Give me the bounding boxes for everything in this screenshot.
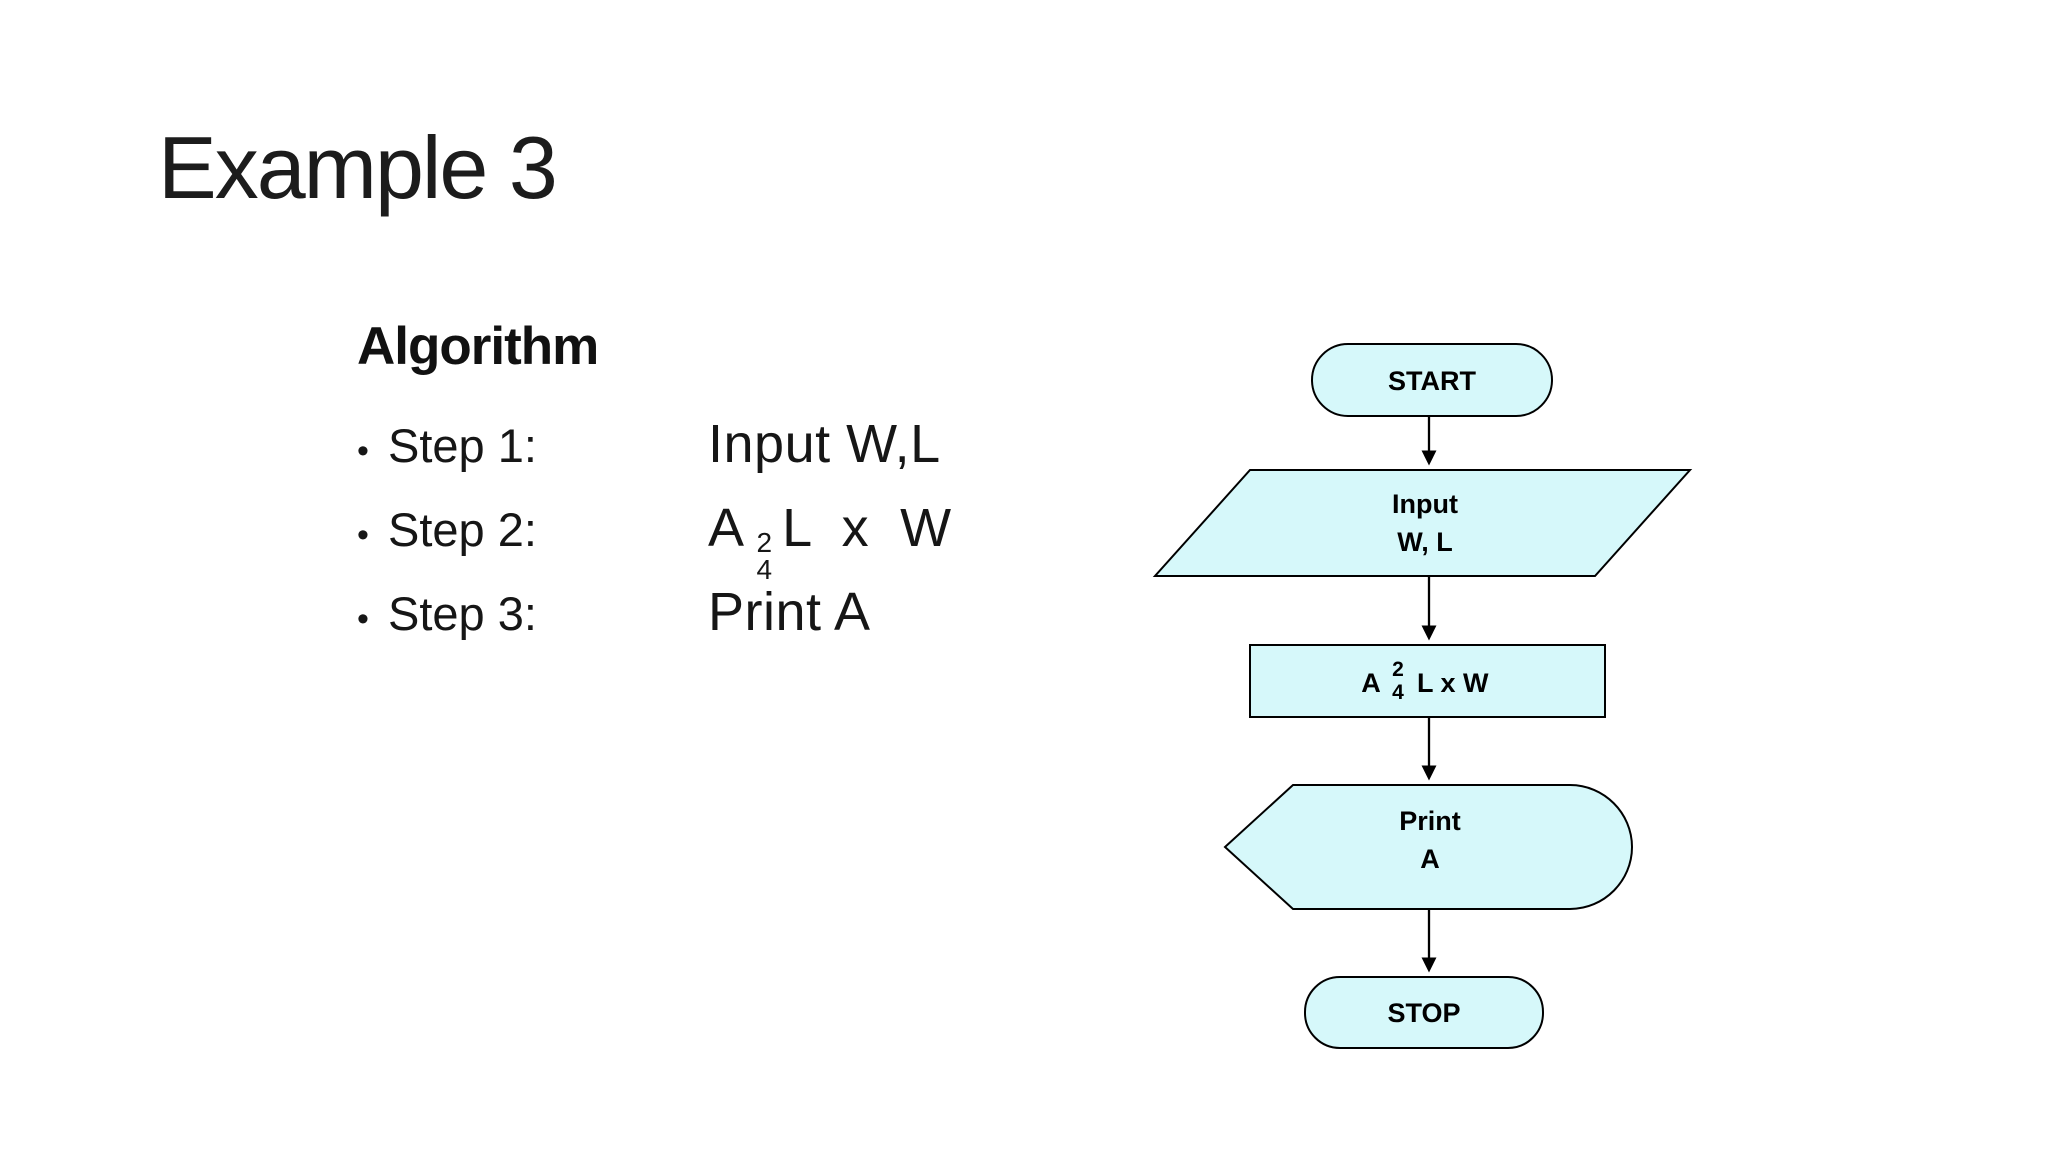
step-1-value: Input W,L [708, 414, 941, 474]
step-3-label: Step 3: [388, 587, 537, 640]
flow-node-process: A 2 4 L x W [1249, 644, 1606, 718]
flow-node-start: START [1311, 343, 1553, 417]
bullet-icon: • [357, 600, 369, 638]
step-2-value-pre: A [708, 498, 745, 558]
process-rect-shape [1249, 644, 1606, 718]
process-fraction-numerator: 2 [1392, 658, 1404, 681]
fraction-numerator: 2 [756, 527, 773, 558]
process-label-pre: A [1361, 668, 1381, 698]
algorithm-step-3: • Step 3: Print A [357, 570, 952, 654]
print-display-shape [1223, 784, 1634, 910]
algorithm-step-1: • Step 1: Input W,L [357, 402, 952, 486]
stop-label: STOP [1387, 998, 1460, 1028]
algorithm-heading: Algorithm [357, 317, 599, 376]
step-3-value: Print A [708, 582, 871, 642]
process-fraction-denominator: 4 [1392, 681, 1404, 704]
print-label-line2: A [1420, 844, 1440, 874]
flow-node-input: Input W, L [1152, 469, 1693, 577]
step-2-value-post: L x W [782, 498, 952, 558]
slide-title: Example 3 [158, 118, 558, 217]
input-label-line2: W, L [1397, 527, 1453, 557]
step-1-label: Step 1: [388, 419, 537, 472]
print-label-line1: Print [1399, 806, 1461, 836]
bullet-icon: • [357, 432, 369, 470]
bullet-icon: • [357, 516, 369, 554]
algorithm-block: Algorithm • Step 1: Input W,L • Step 2: … [357, 316, 952, 654]
flow-node-stop: STOP [1304, 976, 1544, 1049]
flowchart: START Input W, L A 2 4 L x W Print A STO… [1152, 343, 1693, 1049]
start-terminator-shape [1311, 343, 1553, 417]
step-2-label: Step 2: [388, 503, 537, 556]
stop-terminator-shape [1304, 976, 1544, 1049]
flow-node-print: Print A [1223, 784, 1634, 910]
process-label-post: L x W [1417, 668, 1489, 698]
input-label-line1: Input [1392, 489, 1458, 519]
fraction-denominator: 4 [756, 554, 773, 585]
start-label: START [1388, 366, 1476, 396]
input-parallelogram-shape [1152, 469, 1693, 577]
